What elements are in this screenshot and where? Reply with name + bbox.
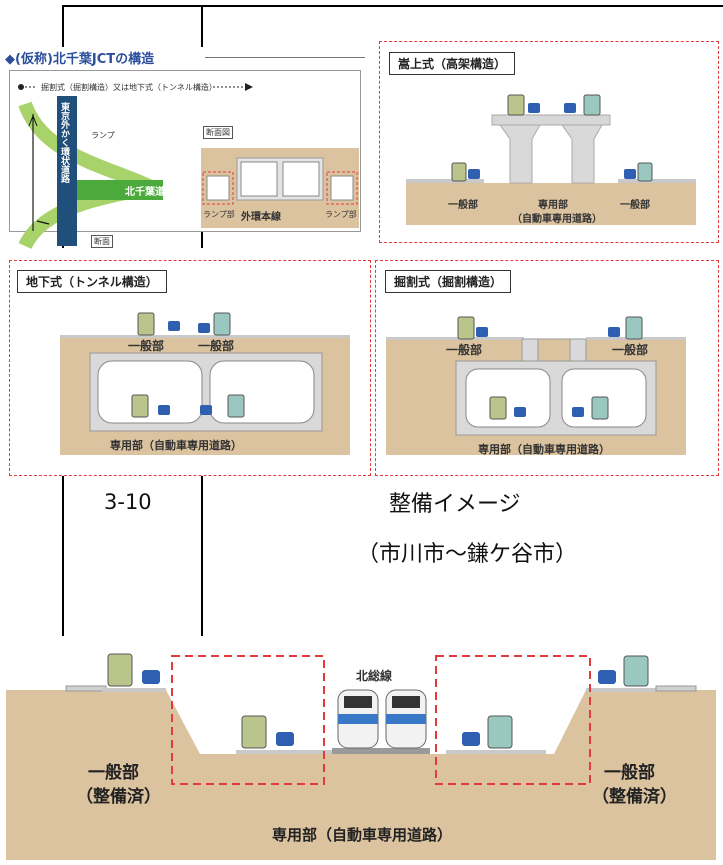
cut-label: 断面 — [91, 235, 113, 248]
frame-line-right-mid — [201, 232, 203, 248]
jct-map — [18, 96, 163, 250]
elevated-dedicated-line2: （自動車専用道路） — [512, 214, 602, 225]
figure-title-line2: （市川市～鎌ケ谷市） — [357, 542, 578, 567]
elevated-dedicated-line1: 専用部 — [538, 200, 568, 211]
tunnel-dedicated: 専用部（自動車専用道路） — [110, 439, 242, 452]
cut-general-right: 一般部 — [612, 343, 649, 357]
bottom-cross-section — [6, 653, 716, 860]
elevated-title: 嵩上式（高架構造） — [389, 52, 516, 75]
main-line-label: 外環本線 — [241, 212, 281, 223]
frame-line-left-top — [62, 5, 64, 47]
figure-number: 3-10 — [104, 490, 152, 514]
frame-line-right-low — [201, 476, 203, 636]
jct-title: ◆(仮称)北千葉JCTの構造 — [5, 52, 155, 67]
section-label: 断面図 — [203, 126, 233, 139]
legend-arrow — [18, 83, 253, 91]
elevated-illustration — [406, 94, 696, 225]
kita-chiba-road-label: 北千葉道路 — [125, 187, 175, 198]
tunnel-general-left: 一般部 — [128, 339, 165, 353]
tunnel-general-right: 一般部 — [198, 339, 235, 353]
legend-label: 掘割式（掘割構造）又は地下式（トンネル構造） — [41, 83, 217, 92]
ramp-right-label: ランプ部 — [325, 210, 357, 219]
ramp-left-label: ランプ部 — [203, 210, 235, 219]
elevated-general-right: 一般部 — [620, 200, 650, 211]
cut-title: 掘割式（掘割構造） — [385, 270, 512, 293]
top-frame-line — [62, 5, 723, 7]
figure-title-line1: 整備イメージ — [389, 492, 521, 517]
frame-line-right-top — [201, 5, 203, 47]
bottom-left-line2: （整備済） — [76, 787, 161, 807]
bottom-right-line2: （整備済） — [592, 787, 677, 807]
elevated-general-left: 一般部 — [448, 200, 478, 211]
bottom-dedicated: 専用部（自動車専用道路） — [272, 826, 453, 844]
jct-section — [201, 148, 359, 228]
cut-illustration — [386, 316, 686, 455]
railway-label: 北総線 — [356, 669, 393, 683]
ramp-small-label: ランプ — [91, 131, 115, 140]
tunnel-illustration — [60, 312, 350, 455]
cut-dedicated: 専用部（自動車専用道路） — [478, 443, 610, 456]
gaikan-road-label: 東京外かく環状道路 — [59, 102, 69, 183]
tunnel-title: 地下式（トンネル構造） — [17, 270, 167, 293]
bottom-left-line1: 一般部 — [88, 763, 139, 783]
jct-panel: ◆(仮称)北千葉JCTの構造 掘割式（掘割構造）又は地下式（トンネル構造） 北千… — [5, 48, 365, 250]
bottom-right-line1: 一般部 — [604, 763, 655, 783]
jct-title-rule — [205, 57, 365, 58]
cut-general-left: 一般部 — [446, 343, 483, 357]
frame-line-left-low — [62, 476, 64, 636]
